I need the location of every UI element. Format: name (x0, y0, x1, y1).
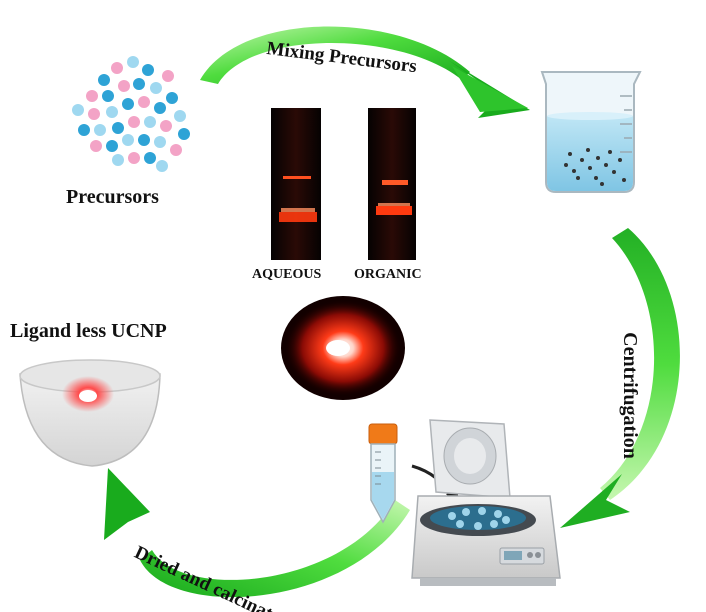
aqueous-label: AQUEOUS (252, 267, 322, 282)
centrifuge-tube-icon (368, 423, 398, 524)
ligand-less-ucnp-label: Ligand less UCNP (10, 320, 167, 342)
dried-arrow (104, 468, 410, 598)
centrifugation-arrow (560, 228, 680, 528)
beaker-icon (540, 71, 642, 193)
centrifuge-machine-icon (411, 419, 561, 586)
precursor-particles-icon (72, 56, 190, 172)
organic-label: ORGANIC (354, 267, 422, 282)
bowl-icon (19, 359, 161, 467)
precursors-label: Precursors (66, 186, 159, 208)
organic-vial-icon (368, 108, 416, 260)
centrifugation-label: Centrifugation (618, 332, 641, 459)
red-luminescence-icon (281, 296, 405, 400)
mixing-arrow (200, 26, 530, 118)
aqueous-vial-icon (271, 108, 321, 260)
